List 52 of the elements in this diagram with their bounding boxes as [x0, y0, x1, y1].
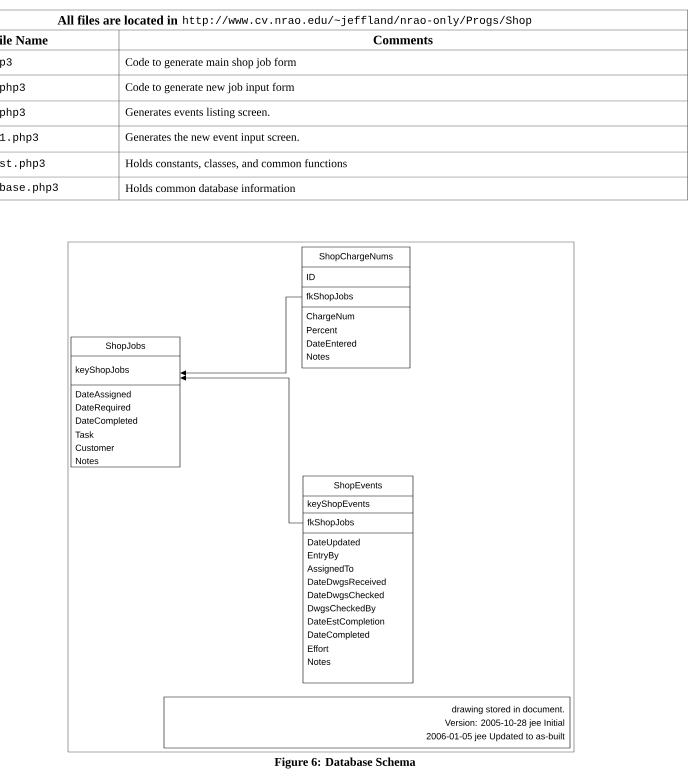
- table-title: ShopChargeNums: [319, 252, 393, 262]
- field-name: Percent: [306, 327, 338, 334]
- file-name: php3: [0, 108, 25, 118]
- path-text: http://www.cv.nrao.edu/~jeffland/nrao-only/Progs/Shop: [183, 16, 532, 26]
- comment-text: Code to generate main shop job form: [126, 58, 296, 68]
- field-name: DateDwgsChecked: [308, 592, 384, 600]
- file-name: 1.php3: [0, 132, 38, 144]
- comment-text: Generates events listing screen.: [126, 108, 270, 118]
- field-name: Task: [75, 431, 94, 438]
- file-name: php3: [0, 82, 25, 94]
- table-title: ShopEvents: [334, 482, 382, 490]
- note-box: [164, 696, 570, 748]
- field-name: DateRequired: [76, 404, 130, 412]
- field-name: DateAssigned: [76, 390, 131, 400]
- field-name: keyShopJobs: [76, 366, 129, 375]
- field-name: EntryBy: [308, 552, 339, 560]
- field-name: DateDwgsReceived: [308, 578, 386, 587]
- field-name: Notes: [308, 658, 330, 665]
- field-name: keyShopEvents: [308, 500, 370, 509]
- connector-arrow: [180, 296, 302, 376]
- field-name: AssignedTo: [307, 565, 354, 574]
- field-name: Notes: [76, 458, 98, 464]
- field-name: DateCompleted: [76, 417, 138, 426]
- field-name: DwgsCheckedBy: [308, 604, 376, 614]
- field-name: Effort: [308, 645, 328, 652]
- comment-text: Holds common database information: [126, 184, 296, 192]
- field-name: DateUpdated: [308, 538, 360, 548]
- field-name: ChargeNum: [306, 312, 354, 322]
- note-text: Version: 2005-10-28 jee Initial: [444, 719, 564, 728]
- field-name: fkShopJobs: [306, 292, 353, 302]
- note-text: drawing stored in document.: [452, 706, 564, 714]
- field-name: fkShopJobs: [307, 518, 354, 528]
- figure-caption: Figure 6: Database Schema: [274, 758, 416, 768]
- file-name: p3: [0, 58, 12, 68]
- column-heading: Comments: [374, 36, 433, 44]
- field-name: DateCompleted: [308, 631, 370, 640]
- comment-text: Generates the new event input screen.: [126, 132, 299, 144]
- table-title: ShopJobs: [106, 342, 146, 351]
- entity-table: [302, 476, 414, 684]
- comment-text: Code to generate new job input form: [126, 82, 294, 94]
- comment-text: Holds constants, classes, and common functions: [126, 159, 347, 169]
- field-name: DateEntered: [306, 340, 356, 347]
- file-name: st.php3: [0, 158, 45, 170]
- field-name: Notes: [306, 353, 330, 360]
- table-heading: All files are located in: [58, 15, 178, 25]
- field-name: DateEstCompletion: [308, 618, 384, 626]
- field-name: ID: [307, 274, 315, 280]
- note-text: 2006-01-05 jee Updated to as-built: [426, 732, 565, 742]
- field-name: Customer: [76, 444, 114, 451]
- entity-table: [70, 336, 180, 468]
- entity-table: [302, 246, 410, 368]
- file-name: base.php3: [0, 182, 58, 194]
